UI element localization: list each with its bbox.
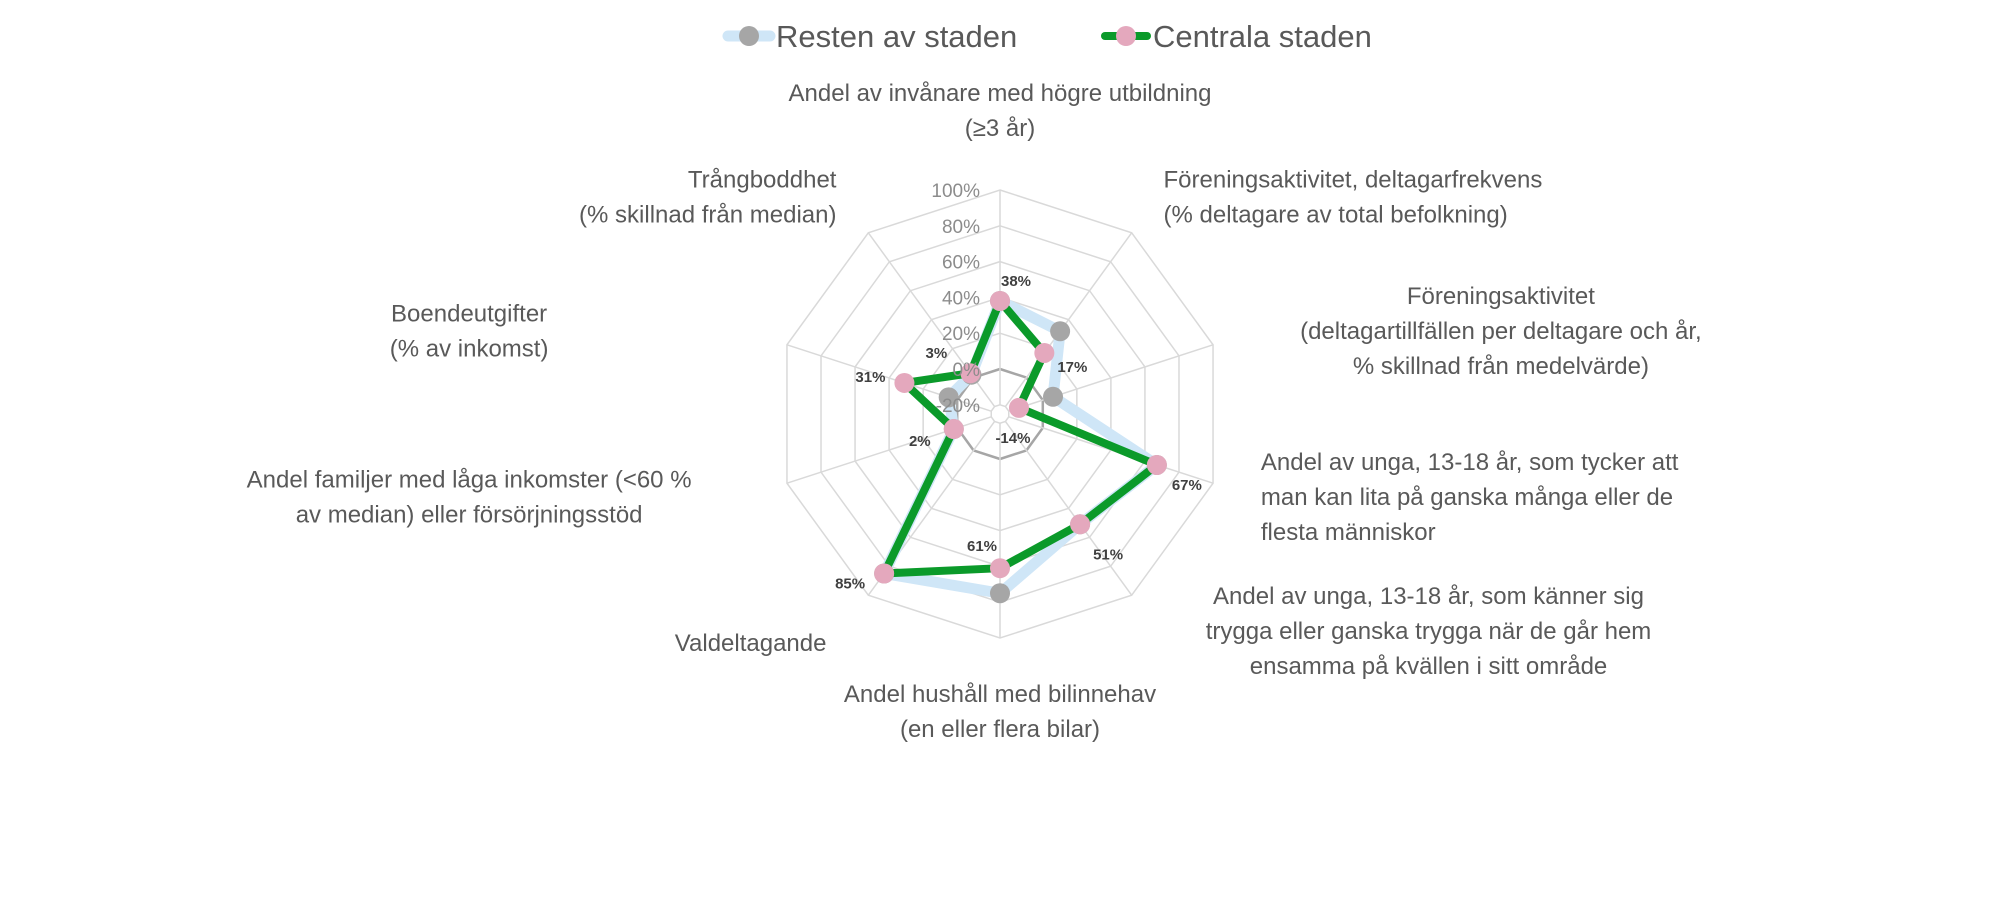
category-label-line: % skillnad från medelvärde) bbox=[1353, 353, 1649, 380]
data-point-centrala-staden bbox=[960, 363, 981, 384]
category-label-line: Andel av invånare med högre utbildning bbox=[789, 80, 1212, 107]
axis-tick-label: 100% bbox=[931, 181, 980, 202]
category-label-line: av median) eller försörjningsstöd bbox=[296, 501, 643, 528]
data-point-centrala-staden bbox=[1008, 397, 1029, 418]
grid-spoke bbox=[1004, 421, 1133, 596]
category-label-line: Andel hushåll med bilinnehav bbox=[844, 681, 1156, 708]
data-label: 17% bbox=[1057, 359, 1087, 376]
category-label-line: (en eller flera bilar) bbox=[900, 716, 1100, 743]
category-label-line: (% skillnad från median) bbox=[579, 202, 836, 229]
category-label-line: (≥3 år) bbox=[965, 115, 1036, 142]
category-label: Andel av unga, 13-18 år, som känner sig t… bbox=[1206, 583, 1652, 680]
series-layer bbox=[874, 290, 1167, 604]
category-label-line: Boendeutgifter bbox=[391, 301, 547, 328]
category-label-line: (% deltagare av total befolkning) bbox=[1164, 202, 1508, 229]
data-point-resten-av-staden bbox=[1043, 386, 1064, 407]
grid-spoke bbox=[1008, 344, 1214, 412]
data-point-centrala-staden bbox=[1146, 454, 1167, 475]
category-label-line: Andel av unga, 13-18 år, som känner sig bbox=[1213, 583, 1644, 610]
category-label: Andel av invånare med högre utbildning (≥… bbox=[789, 80, 1212, 142]
axis-tick-label: 40% bbox=[942, 288, 980, 309]
category-label: Andel hushåll med bilinnehav (en eller fl… bbox=[844, 681, 1156, 743]
category-label: Valdeltagande bbox=[675, 630, 827, 657]
legend-label-centrala-staden: Centrala staden bbox=[1153, 19, 1372, 54]
data-label: 67% bbox=[1172, 477, 1202, 494]
category-label-line: Valdeltagande bbox=[675, 630, 827, 657]
data-point-centrala-staden bbox=[990, 558, 1010, 579]
data-point-resten-av-staden bbox=[938, 387, 959, 408]
data-label: 85% bbox=[835, 575, 865, 592]
legend: Resten av staden Centrala staden bbox=[722, 19, 1372, 54]
data-label: 3% bbox=[926, 345, 948, 362]
data-label: 38% bbox=[1001, 273, 1031, 290]
category-label: Boendeutgifter (% av inkomst) bbox=[390, 301, 549, 363]
category-label-line: Andel av unga, 13-18 år, som tycker att bbox=[1261, 449, 1679, 476]
category-label: Föreningsaktivitet (deltagartillfällen pe… bbox=[1300, 283, 1702, 380]
category-label-line: (% av inkomst) bbox=[390, 336, 549, 363]
category-label: Andel av unga, 13-18 år, som tycker att m… bbox=[1261, 449, 1679, 546]
data-label: 31% bbox=[855, 369, 885, 386]
category-label-line: man kan lita på ganska många eller de bbox=[1261, 484, 1673, 511]
data-point-centrala-staden bbox=[990, 290, 1010, 311]
category-labels: Andel av invånare med högre utbildning (≥… bbox=[247, 80, 1702, 743]
data-point-resten-av-staden bbox=[1050, 321, 1071, 342]
axis-tick-label: 80% bbox=[942, 217, 980, 238]
axis-tick-label: 60% bbox=[942, 253, 980, 274]
grid-spoke bbox=[1004, 232, 1133, 407]
category-label-line: Föreningsaktivitet, deltagarfrekvens bbox=[1164, 167, 1543, 194]
data-point-centrala-staden bbox=[943, 419, 964, 440]
category-label: Andel familjer med låga inkomster (<60 %… bbox=[247, 466, 692, 528]
axis-tick-label: -20% bbox=[936, 396, 980, 417]
data-label: -14% bbox=[995, 430, 1030, 447]
data-point-centrala-staden bbox=[874, 563, 895, 584]
category-label-line: Andel familjer med låga inkomster (<60 % bbox=[247, 466, 692, 493]
category-label-line: ensamma på kvällen i sitt område bbox=[1250, 653, 1608, 680]
category-label-line: flesta människor bbox=[1261, 519, 1436, 546]
legend-marker-resten-av-staden bbox=[739, 26, 759, 46]
category-label-line: Föreningsaktivitet bbox=[1407, 283, 1595, 310]
category-label-line: trygga eller ganska trygga när de går he… bbox=[1206, 618, 1652, 645]
legend-marker-centrala-staden bbox=[1116, 26, 1136, 46]
grid-ring bbox=[990, 404, 1010, 424]
legend-label-resten-av-staden: Resten av staden bbox=[776, 19, 1017, 54]
data-labels: 38% 17% -14% 67% 51% 61% 85% 2% 31% 3% bbox=[835, 273, 1202, 593]
category-label-line: Trångboddhet bbox=[688, 167, 837, 194]
data-point-centrala-staden bbox=[894, 372, 915, 393]
data-label: 61% bbox=[967, 538, 997, 555]
axis-tick-label: 0% bbox=[953, 360, 981, 381]
category-label: Föreningsaktivitet, deltagarfrekvens (% d… bbox=[1164, 167, 1543, 229]
data-point-centrala-staden bbox=[1034, 342, 1055, 363]
data-label: 2% bbox=[909, 433, 931, 450]
data-point-centrala-staden bbox=[1070, 514, 1091, 535]
category-label: Trångboddhet (% skillnad från median) bbox=[579, 167, 837, 229]
category-label-line: (deltagartillfällen per deltagare och år… bbox=[1300, 318, 1702, 345]
data-label: 51% bbox=[1093, 546, 1123, 563]
data-point-resten-av-staden bbox=[990, 583, 1010, 604]
axis-tick-label: 20% bbox=[942, 324, 980, 345]
axis-tick-labels: -20% 0% 20% 40% 60% 80% 100% bbox=[931, 181, 980, 417]
